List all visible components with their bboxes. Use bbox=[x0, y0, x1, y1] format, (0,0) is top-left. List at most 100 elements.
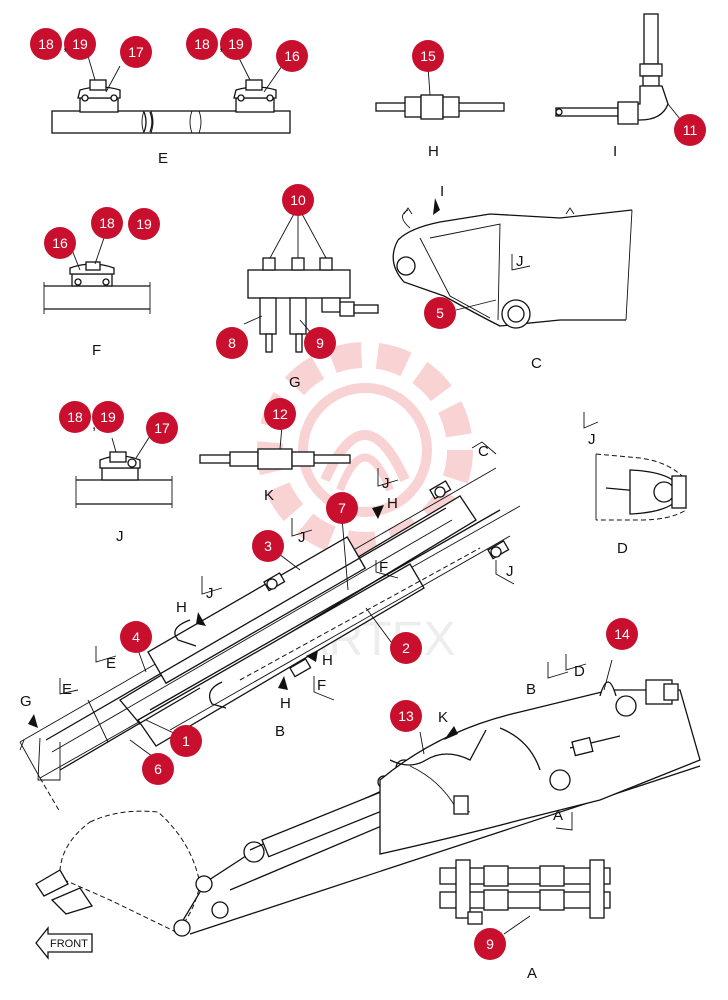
view-k-detail: K bbox=[199, 425, 351, 504]
callout-8[interactable]: 8 bbox=[216, 327, 248, 359]
view-h-detail: H bbox=[375, 65, 505, 160]
callout-number: 4 bbox=[132, 629, 140, 645]
callout-badge bbox=[326, 492, 358, 524]
boom-assembly: K B D A bbox=[35, 654, 701, 937]
callout-1[interactable]: 1 bbox=[170, 725, 202, 757]
callout-badge bbox=[276, 40, 308, 72]
view-label-c: C bbox=[531, 355, 542, 372]
view-g-detail: G bbox=[243, 211, 379, 391]
callout-badge bbox=[59, 401, 91, 433]
callout-number: 13 bbox=[398, 708, 414, 724]
callout-number: 17 bbox=[154, 420, 170, 436]
view-label-b: B bbox=[275, 723, 285, 740]
view-i-detail: I bbox=[555, 13, 685, 160]
callout-number: 18 bbox=[99, 215, 115, 231]
callout-11[interactable]: 11 bbox=[674, 114, 706, 146]
marker-j-3: J bbox=[206, 585, 214, 602]
callout-13[interactable]: 13 bbox=[390, 700, 422, 732]
marker-f-1: F bbox=[379, 559, 388, 576]
callout-badge bbox=[91, 207, 123, 239]
callout-badge bbox=[282, 184, 314, 216]
callout-badge bbox=[170, 725, 202, 757]
callout-12[interactable]: 12 bbox=[264, 398, 296, 430]
callout-number: 10 bbox=[290, 192, 306, 208]
view-label-e: E bbox=[158, 150, 168, 167]
callout-18[interactable]: 18 bbox=[59, 401, 91, 433]
view-label-k: K bbox=[264, 487, 274, 504]
callout-14[interactable]: 14 bbox=[606, 618, 638, 650]
callout-number: 11 bbox=[683, 122, 698, 138]
callout-17[interactable]: 17 bbox=[146, 412, 178, 444]
callout-number: 7 bbox=[338, 500, 346, 516]
callout-number: 18 bbox=[194, 36, 210, 52]
callout-number: 3 bbox=[264, 538, 272, 554]
callout-separator: , bbox=[219, 37, 223, 54]
callout-number: 12 bbox=[272, 406, 288, 422]
marker-a: A bbox=[553, 807, 563, 824]
marker-j-c: J bbox=[516, 253, 524, 270]
marker-e-2: E bbox=[62, 681, 72, 698]
callout-number: 9 bbox=[316, 335, 324, 351]
callout-badge bbox=[304, 327, 336, 359]
callout-3[interactable]: 3 bbox=[252, 530, 284, 562]
marker-f-2: F bbox=[317, 677, 326, 694]
view-e-detail: E bbox=[51, 55, 291, 167]
callout-9[interactable]: 9 bbox=[304, 327, 336, 359]
view-label-g: G bbox=[289, 374, 301, 391]
callout-10[interactable]: 10 bbox=[282, 184, 314, 216]
marker-j-d: J bbox=[588, 431, 596, 448]
callout-number: 5 bbox=[436, 305, 444, 321]
marker-c: C bbox=[478, 443, 489, 460]
callout-6[interactable]: 6 bbox=[142, 753, 174, 785]
callout-badge bbox=[474, 928, 506, 960]
callout-2[interactable]: 2 bbox=[390, 632, 422, 664]
callout-18[interactable]: 18 bbox=[30, 28, 62, 60]
callout-badge bbox=[264, 398, 296, 430]
callout-badge bbox=[390, 632, 422, 664]
view-d-detail: J D bbox=[583, 412, 687, 557]
view-f-detail: F bbox=[43, 234, 151, 359]
view-a-detail: A bbox=[439, 859, 611, 982]
callout-19[interactable]: 19 bbox=[128, 208, 160, 240]
callout-18[interactable]: 18 bbox=[186, 28, 218, 60]
callout-7[interactable]: 7 bbox=[326, 492, 358, 524]
marker-h-2: H bbox=[176, 599, 187, 616]
callout-18[interactable]: 18 bbox=[91, 207, 123, 239]
marker-h-3: H bbox=[322, 652, 333, 669]
callout-9[interactable]: 9 bbox=[474, 928, 506, 960]
callout-number: 18 bbox=[67, 409, 83, 425]
callout-number: 9 bbox=[486, 936, 494, 952]
callout-19[interactable]: 19 bbox=[220, 28, 252, 60]
callout-badge bbox=[120, 36, 152, 68]
callout-15[interactable]: 15 bbox=[412, 40, 444, 72]
callout-17[interactable]: 17 bbox=[120, 36, 152, 68]
view-j-detail: J bbox=[75, 435, 173, 545]
front-arrow[interactable]: FRONT bbox=[35, 926, 93, 960]
marker-h-4: H bbox=[280, 695, 291, 712]
callout-number: 16 bbox=[52, 235, 68, 251]
view-c-detail: I J C bbox=[392, 183, 633, 372]
callout-badge bbox=[186, 28, 218, 60]
callout-16[interactable]: 16 bbox=[44, 227, 76, 259]
view-label-f: F bbox=[92, 342, 101, 359]
callout-number: 8 bbox=[228, 335, 236, 351]
callout-number: 16 bbox=[284, 48, 300, 64]
callout-19[interactable]: 19 bbox=[64, 28, 96, 60]
callout-number: 19 bbox=[72, 36, 88, 52]
callout-separator: , bbox=[63, 37, 67, 54]
callout-badge bbox=[128, 208, 160, 240]
callout-5[interactable]: 5 bbox=[424, 297, 456, 329]
callout-number: 1 bbox=[182, 733, 190, 749]
callout-16[interactable]: 16 bbox=[276, 40, 308, 72]
callout-4[interactable]: 4 bbox=[120, 621, 152, 653]
callout-badge bbox=[390, 700, 422, 732]
callout-badge bbox=[44, 227, 76, 259]
marker-j-2: J bbox=[298, 529, 306, 546]
callout-19[interactable]: 19 bbox=[92, 401, 124, 433]
view-label-h: H bbox=[428, 143, 439, 160]
view-label-d: D bbox=[617, 540, 628, 557]
callout-number: 18 bbox=[38, 36, 54, 52]
marker-e-1: E bbox=[106, 655, 116, 672]
callout-badge bbox=[64, 28, 96, 60]
